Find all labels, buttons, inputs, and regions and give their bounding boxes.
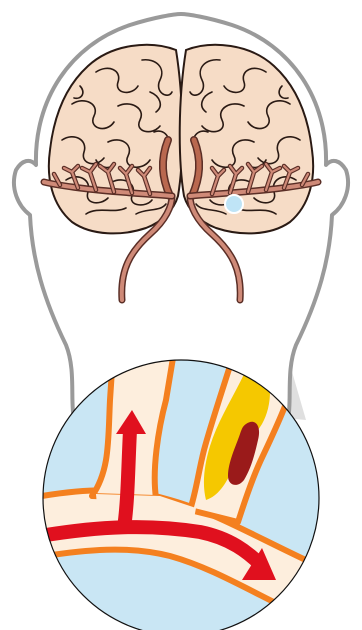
blood-flow-arrow-up bbox=[124, 430, 130, 528]
head-outline bbox=[14, 14, 348, 420]
lesion-marker bbox=[225, 195, 243, 213]
